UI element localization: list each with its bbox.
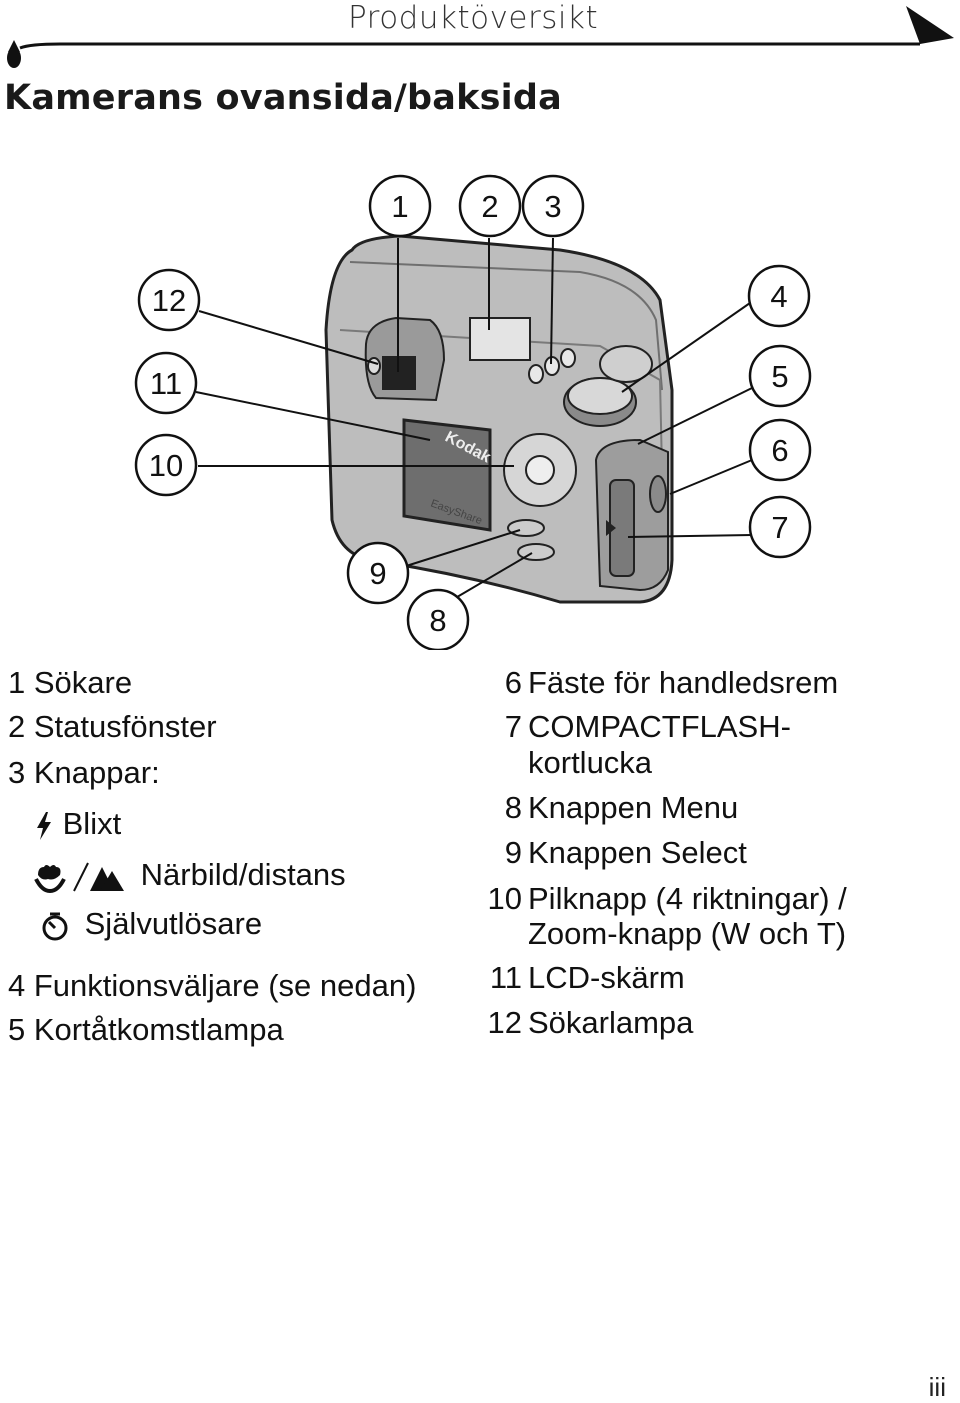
- callout-2: 2: [481, 189, 498, 224]
- legend-subitem-flash: Blixt: [34, 806, 121, 842]
- legend-item-3: 3 Knappar:: [8, 755, 160, 790]
- callout-11: 11: [150, 366, 182, 401]
- callout-5: 5: [771, 359, 788, 394]
- page-number: iii: [928, 1372, 946, 1402]
- callout-4: 4: [770, 279, 787, 314]
- callout-6: 6: [771, 433, 788, 468]
- callout-12: 12: [152, 283, 186, 318]
- header-rule: [7, 6, 954, 68]
- callout-7: 7: [771, 510, 788, 545]
- legend-item-2: 2 Statusfönster: [8, 709, 217, 744]
- legend-item-10-line2: Zoom-knapp (W och T): [528, 916, 847, 951]
- callout-9: 9: [369, 556, 386, 591]
- page-header-title: Produktöversikt: [348, 0, 599, 36]
- legend-item-4: 4 Funktionsväljare (se nedan): [8, 968, 417, 1003]
- leader-lines: [195, 237, 753, 601]
- legend-item-1: 1 Sökare: [8, 665, 133, 700]
- camera-diagram: Kodak EasyShare 1: [134, 174, 812, 650]
- callout-3: 3: [544, 189, 561, 224]
- callout-8: 8: [429, 603, 446, 638]
- callout-1: 1: [391, 189, 408, 224]
- legend-item-5: 5 Kortåtkomstlampa: [8, 1012, 284, 1047]
- callout-10: 10: [149, 448, 183, 483]
- callout-group: 1 2 3 4 5 6 7 8 9 10 11 12: [134, 174, 812, 650]
- legend-subitem-macro: Närbild/distans: [34, 857, 346, 893]
- legend-item-7-line2: kortlucka: [528, 745, 653, 780]
- self-timer-icon: [42, 912, 68, 941]
- section-title: Kamerans ovansida/baksida: [4, 78, 562, 118]
- flash-icon: [37, 811, 51, 840]
- macro-landscape-icon: [34, 862, 124, 893]
- legend-subitem-self-timer: Självutlösare: [40, 906, 262, 942]
- camera-body: Kodak EasyShare: [324, 234, 674, 604]
